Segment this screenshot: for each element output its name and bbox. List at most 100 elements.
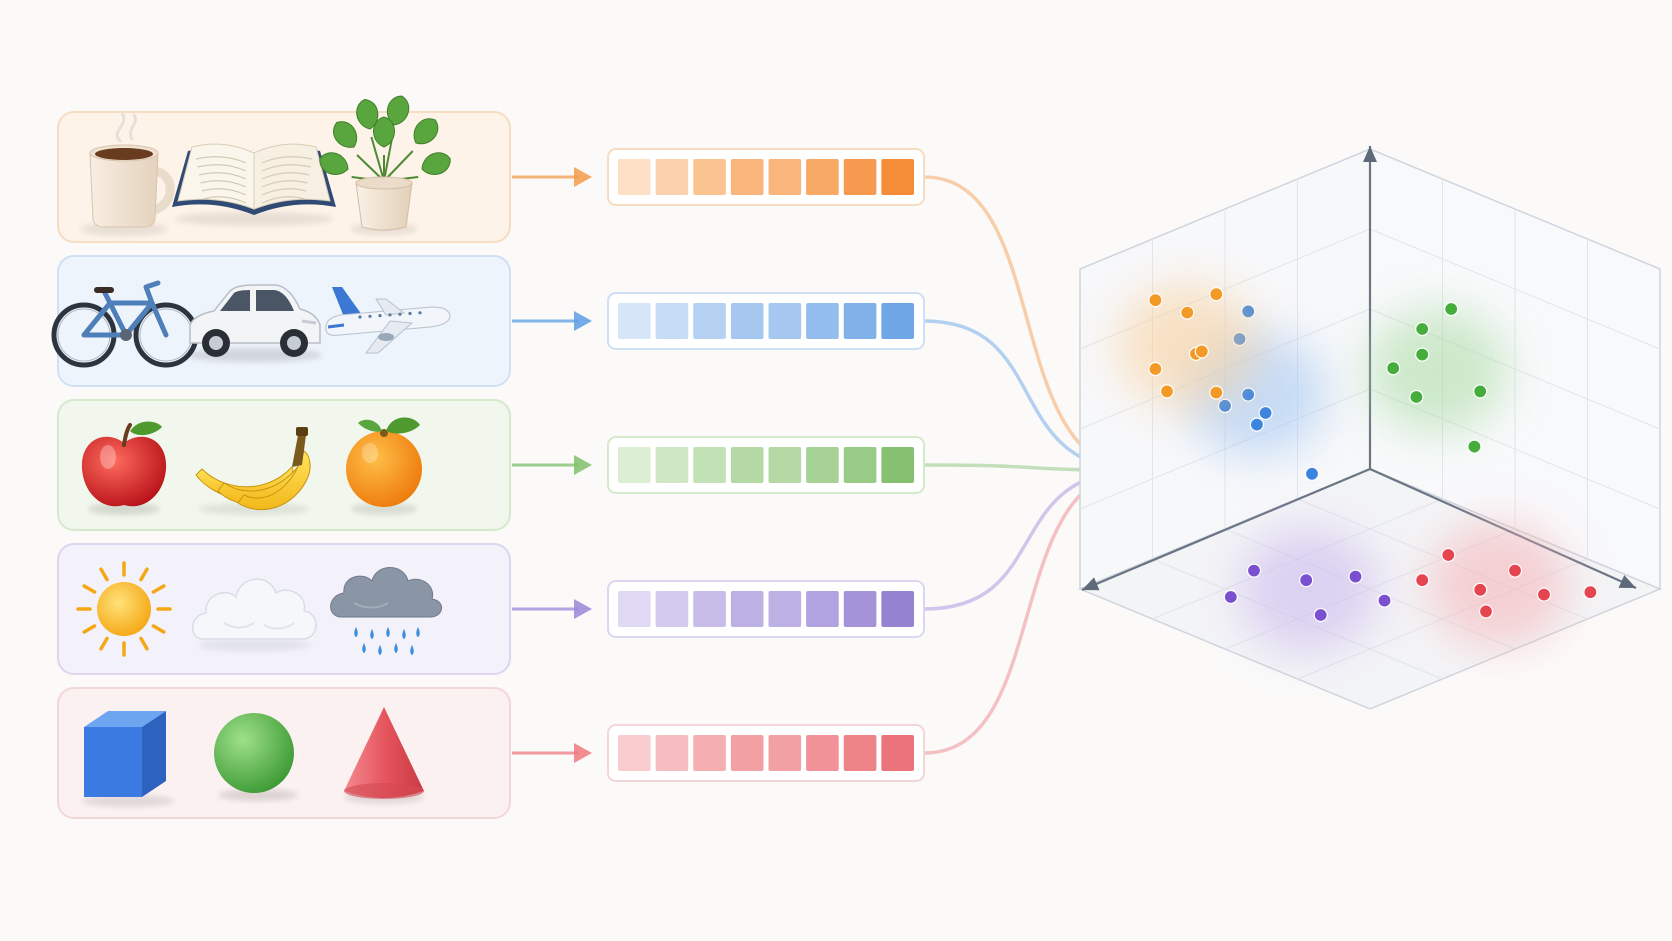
embedding-vectors [607,148,925,782]
vector-frame [607,580,925,638]
data-point [1223,589,1238,605]
vector-frame [607,148,925,206]
vector-cell [881,303,914,339]
data-point [1209,385,1224,400]
panel-shapes [57,687,511,819]
z-axis [1363,146,1377,469]
vector-vehicles [607,292,925,350]
data-point [1159,384,1175,399]
sphere-icon [214,713,298,801]
cone-icon [344,707,424,804]
vector-household [607,148,925,206]
data-point [1536,587,1552,602]
vector-fruits [607,436,925,494]
vector-cell [843,447,877,483]
category-panels [51,95,592,819]
vector-cell [881,159,914,195]
point-clusters [1116,283,1598,652]
data-point [1415,321,1430,337]
data-point [1180,305,1195,320]
vector-cell [693,447,726,483]
vector-cell [655,447,689,483]
coffee-mug-icon [80,111,175,236]
vector-cell [618,303,651,339]
data-point [1415,573,1430,588]
vector-cell [881,735,914,771]
arrow-shapes [512,743,592,763]
vector-cell [693,159,726,195]
vector-cell [730,591,764,627]
vector-frame [607,436,925,494]
data-point [1386,361,1401,376]
vector-frame [607,724,925,782]
vector-cell [730,303,764,339]
vector-cell [655,735,689,771]
vector-weather [607,580,925,638]
vector-cell [768,159,802,195]
arrow-fruits [512,455,592,475]
data-point [1507,563,1523,578]
vector-cell [768,735,802,771]
data-point [1415,347,1430,362]
apple-icon [81,421,167,515]
vector-cell [730,735,764,771]
data-point [1148,361,1163,377]
vector-cell [843,591,877,627]
data-point [1258,405,1273,421]
cluster-green [1367,301,1508,454]
vector-cell [618,591,651,627]
vector-cell [655,303,689,339]
embedding-space-3d [1078,146,1662,710]
data-point [1441,547,1456,563]
data-point [1209,287,1224,302]
cluster-orange [1116,283,1257,408]
data-point [1217,398,1233,413]
vector-cell [881,447,914,483]
data-point [1299,573,1314,588]
data-point [1467,439,1482,454]
vector-cell [768,447,802,483]
panel-vehicles [51,255,511,387]
vector-cell [693,303,726,339]
data-point [1409,389,1424,405]
vector-cell [618,447,651,483]
vector-cell [843,735,877,771]
data-point [1348,569,1363,584]
vector-cell [655,591,689,627]
airplane-icon [325,287,451,354]
data-point [1377,593,1392,608]
vector-cell [768,591,802,627]
data-point [1313,607,1328,623]
data-point [1148,293,1163,308]
cluster-halo [1428,522,1569,647]
arrow-weather [512,599,592,619]
cloud-icon [192,578,317,651]
orange-icon [346,417,422,515]
data-point [1249,417,1265,432]
rain-cloud-icon [330,567,442,656]
vector-cell [806,303,839,339]
panel-fruits [57,399,511,531]
sun-icon [76,561,172,657]
vector-cell [806,447,839,483]
y-axis [1081,467,1371,592]
cluster-purple [1223,528,1392,652]
cluster-halo [1367,308,1508,433]
vector-cell [730,447,764,483]
car-icon [186,284,322,362]
data-point [1444,301,1459,317]
vector-cell [618,735,651,771]
banana-icon [195,427,311,515]
potted-plant-icon [319,95,451,235]
arrow-vehicles [512,311,592,331]
vector-cell [806,735,839,771]
data-point [1304,466,1320,481]
vector-cell [806,591,839,627]
vector-cell [618,159,651,195]
cluster-halo [1238,528,1379,652]
vector-cell [730,159,764,195]
vector-cell [806,159,839,195]
vector-cell [693,591,726,627]
vector-cell [768,303,802,339]
